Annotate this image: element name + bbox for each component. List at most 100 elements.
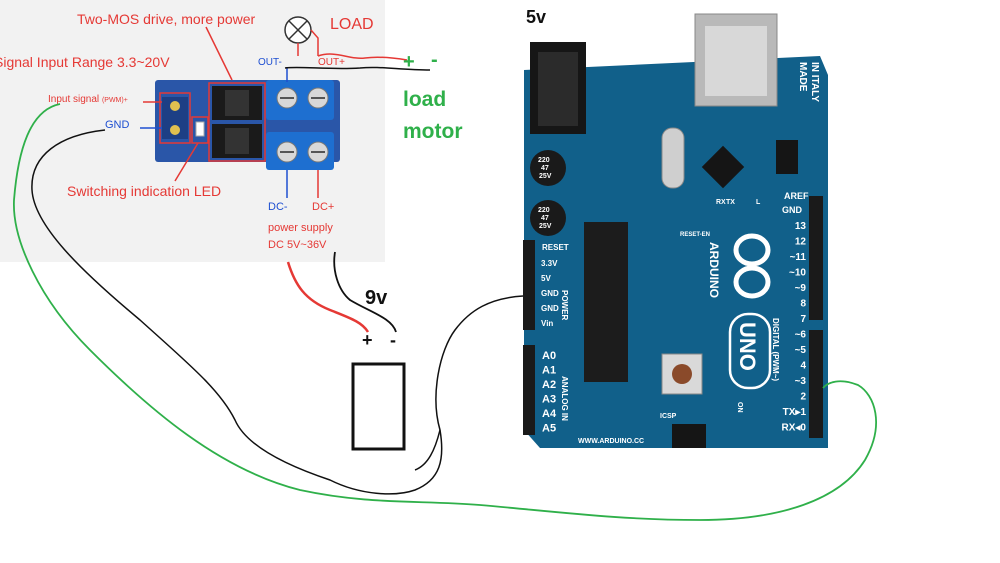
capacitors: 220 47 25V 220 47 25V	[530, 150, 566, 236]
infinity-logo	[733, 233, 771, 299]
power-pin-label-2: GND	[541, 289, 559, 298]
digital-pin-label-7: ~6	[795, 330, 807, 341]
gnd-top-label: GND	[782, 205, 803, 215]
atmega-chip	[584, 222, 628, 382]
battery-voltage: 9v	[365, 287, 388, 309]
svg-text:25V: 25V	[539, 173, 552, 180]
uno-badge: UNO	[728, 312, 772, 390]
svg-text:47: 47	[541, 215, 549, 222]
analog-section-label: ANALOG IN	[560, 376, 569, 421]
load-note-line1: load	[403, 88, 446, 111]
power-range-label: DC 5V~36V	[268, 239, 327, 251]
digital-pin-label-8: ~5	[795, 345, 807, 356]
power-pin-label-4: Vin	[541, 319, 553, 328]
power-pin-labels: 3.3V 5V GND GND Vin	[541, 259, 559, 328]
l-label: L	[756, 199, 761, 206]
led-caption: Switching indication LED	[67, 183, 221, 199]
signal-header-pins	[162, 97, 188, 139]
dc-plus-label: DC+	[312, 201, 334, 213]
digital-pin-label-11: 2	[800, 392, 806, 403]
load-minus: -	[431, 49, 438, 71]
mos-highlight-box	[208, 82, 266, 162]
power-pin-label-1: 5V	[541, 274, 551, 283]
svg-text:220: 220	[538, 207, 550, 214]
input-highlight-box	[159, 92, 191, 144]
digital-pin-label-1: 12	[795, 237, 807, 248]
analog-pin-label-3: A3	[542, 394, 556, 406]
rx-label: RX	[716, 199, 726, 206]
battery-red-wire	[286, 261, 370, 333]
uno-text: UNO	[735, 322, 760, 371]
load-label: LOAD	[330, 16, 374, 33]
switching-led	[195, 121, 205, 137]
gnd-to-battery-black-wire	[414, 429, 441, 471]
digital-pin-label-4: ~9	[795, 283, 807, 294]
dc-minus-label: DC-	[268, 201, 288, 213]
load-note-line2: motor	[403, 120, 463, 143]
gnd-input-label: GND	[105, 119, 130, 131]
arduino-supply-label: 5v	[526, 7, 546, 27]
battery-plus: +	[362, 330, 373, 350]
digital-header-bottom	[809, 330, 823, 438]
screw-terminals	[266, 80, 334, 170]
battery-body	[351, 362, 406, 451]
arduino-logo-text: ARDUINO	[707, 242, 721, 298]
aref-label: AREF	[784, 191, 809, 201]
power-section-label: POWER	[560, 290, 569, 320]
battery-9v: + - 9v	[351, 287, 406, 451]
load-black-wire	[284, 66, 431, 71]
svg-text:47: 47	[541, 165, 549, 172]
arduino-uno: 220 47 25V 220 47 25V MADE IN ITALY ARDU…	[523, 13, 828, 448]
icsp-header-bottom	[672, 424, 706, 448]
on-label: ON	[736, 402, 743, 413]
digital-header-top	[809, 196, 823, 320]
digital-pin-label-9: 4	[800, 361, 806, 372]
gnd-black-wire	[31, 129, 524, 495]
digital-pin-label-0: 13	[795, 221, 807, 232]
module-title: Two-MOS drive, more power	[77, 11, 255, 27]
power-pin-label-3: GND	[541, 304, 559, 313]
analog-header	[523, 345, 535, 435]
crystal	[661, 127, 685, 189]
load-lamp: LOAD	[284, 16, 374, 56]
load-plus: +	[403, 51, 415, 73]
analog-pin-label-1: A1	[542, 365, 556, 377]
svg-text:25V: 25V	[539, 223, 552, 230]
battery-minus: -	[390, 330, 396, 350]
reset-label: RESET	[542, 243, 569, 252]
analog-pin-label-2: A2	[542, 379, 556, 391]
out-minus-label: OUT-	[258, 57, 282, 68]
mosfet-chips	[212, 86, 262, 158]
reset-en-label: RESET-EN	[680, 232, 710, 238]
battery-black-wire	[333, 251, 397, 333]
digital-pin-label-13: RX◂0	[782, 423, 807, 434]
mosfet-module: Two-MOS drive, more power Signal Input R…	[0, 0, 385, 262]
icsp-label: ICSP	[660, 413, 677, 420]
power-pin-label-0: 3.3V	[541, 259, 558, 268]
digital-pin-label-5: 8	[800, 299, 806, 310]
digital-pin-label-12: TX▸1	[783, 407, 807, 418]
signal-green-wire	[13, 103, 877, 521]
power-header	[523, 240, 535, 330]
svg-text:220: 220	[538, 157, 550, 164]
made-in-line2: IN ITALY	[809, 62, 820, 102]
led-highlight-box	[191, 116, 209, 144]
digital-pin-label-10: ~3	[795, 376, 807, 387]
input-signal-label: Input signal (PWM)+	[48, 94, 128, 105]
out-plus-label: OUT+	[318, 57, 345, 68]
load-red-wire	[317, 53, 408, 61]
analog-pin-label-0: A0	[542, 350, 556, 362]
digital-section-label: DIGITAL (PWM~)	[771, 318, 780, 381]
digital-pin-label-3: ~10	[789, 268, 806, 279]
analog-pin-label-5: A5	[542, 423, 556, 435]
made-in-line1: MADE	[797, 62, 808, 92]
digital-pin-label-6: 7	[800, 314, 806, 325]
power-supply-label: power supply	[268, 222, 333, 234]
signal-range-label: Signal Input Range 3.3~20V	[0, 54, 170, 70]
analog-pin-label-4: A4	[542, 408, 557, 420]
tx-label: TX	[726, 199, 735, 206]
icsp-header-top	[776, 140, 798, 174]
